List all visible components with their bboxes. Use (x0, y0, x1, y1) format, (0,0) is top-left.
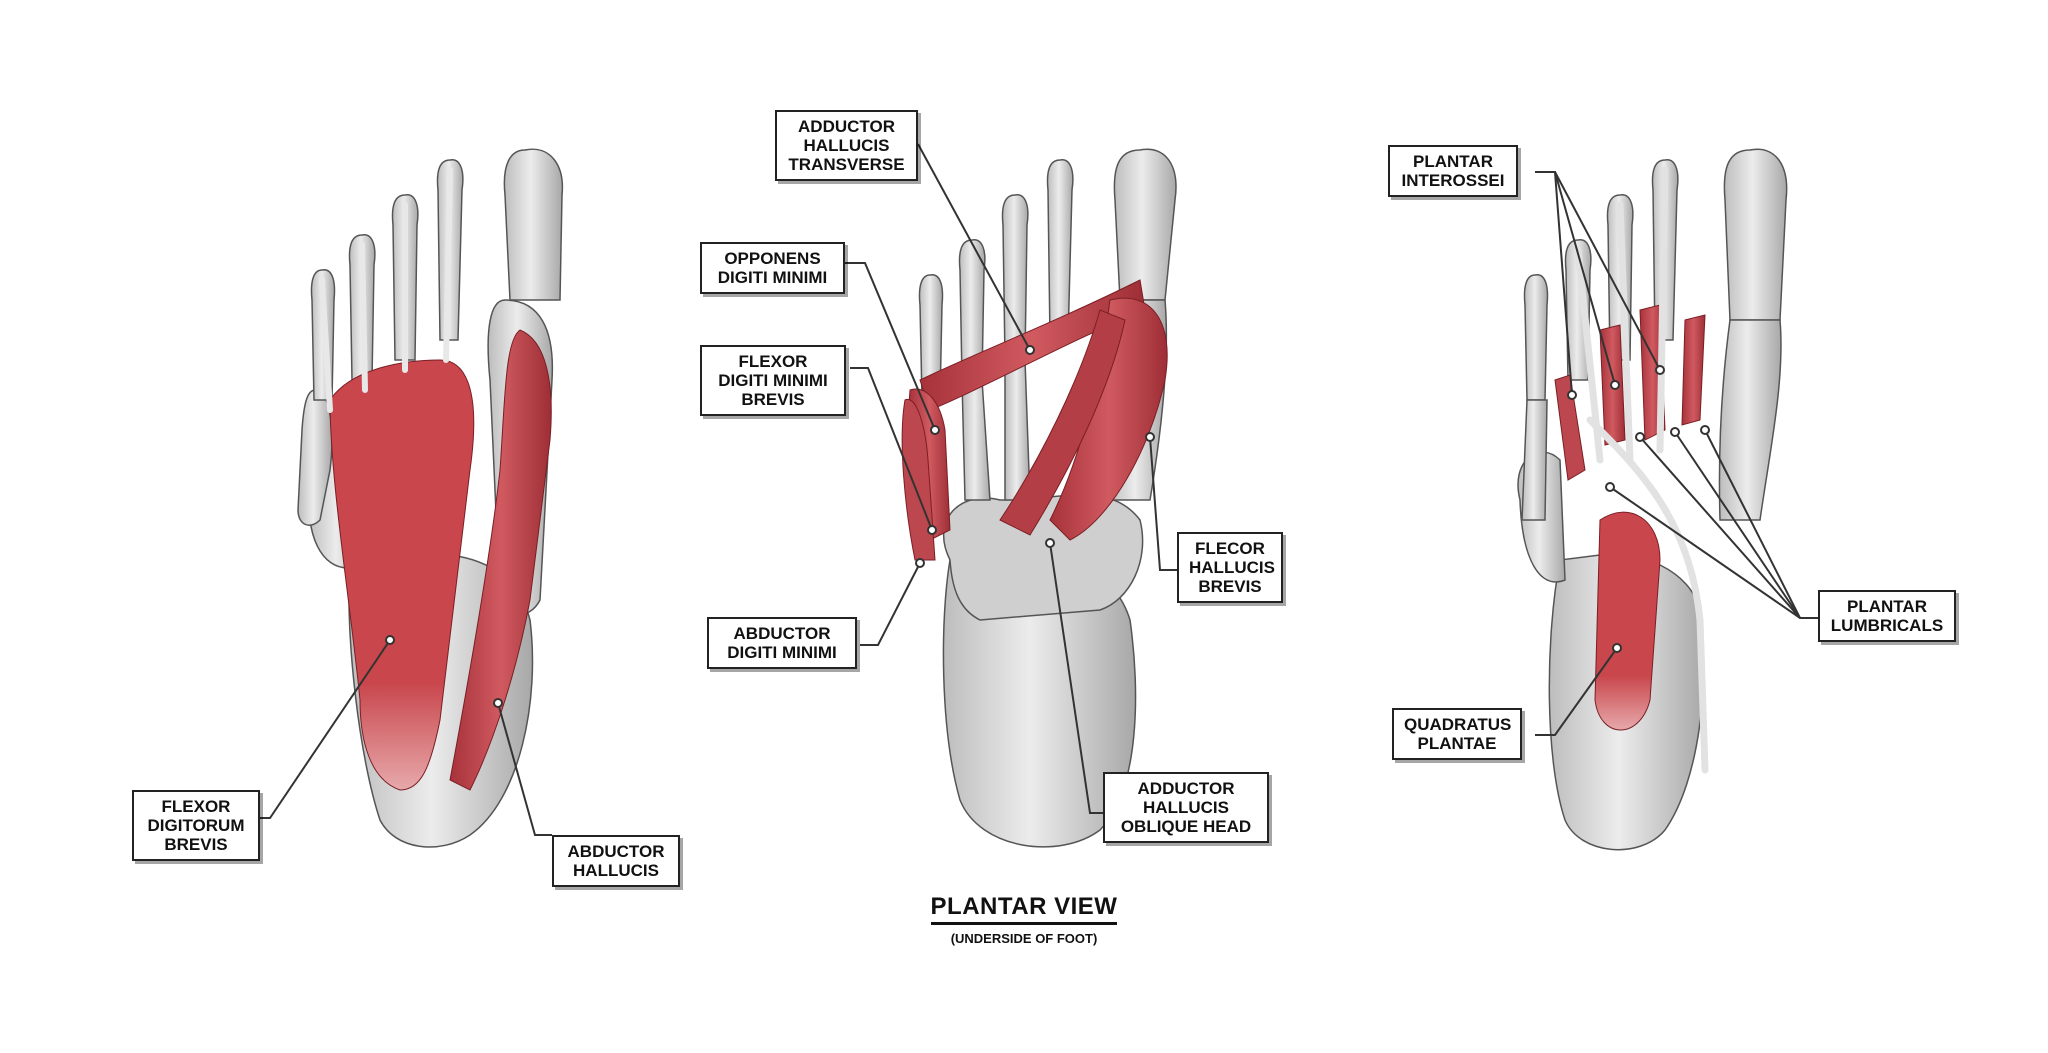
label-flecor-hallucis-brevis: FLECOR HALLUCIS BREVIS (1177, 532, 1283, 603)
label-line: DIGITORUM (147, 816, 245, 835)
label-plantar-lumbricals: PLANTAR LUMBRICALS (1818, 590, 1956, 642)
leader-opponens-digiti-minimi (845, 262, 936, 431)
metatarsal-3 (961, 379, 991, 501)
label-line: BREVIS (741, 390, 805, 409)
metatarsal-1 (1718, 319, 1782, 521)
leader-dot-plantar-interossei-2 (1610, 380, 1620, 390)
plantar-lumbricals-muscle (1554, 374, 1586, 481)
leader-dot-plantar-lumbricals-3 (1670, 427, 1680, 437)
label-abductor-digiti-minimi: ABDUCTOR DIGITI MINIMI (707, 617, 857, 669)
leader-dot-plantar-lumbricals-1 (1605, 482, 1615, 492)
leader-dot-plantar-lumbricals-2 (1635, 432, 1645, 442)
leader-plantar-interossei-2 (1554, 171, 1616, 386)
label-line: DIGITI MINIMI (717, 268, 828, 287)
label-line: DIGITI MINIMI (718, 371, 828, 390)
leader-dot-adductor-hallucis-oblique-head (1045, 538, 1055, 548)
leader-dot-plantar-lumbricals-4 (1700, 425, 1710, 435)
label-line: HALLUCIS (573, 861, 659, 880)
abductor-hallucis-muscle (449, 329, 552, 791)
label-line: BREVIS (1198, 577, 1262, 596)
tarsal-cluster (943, 494, 1144, 621)
label-flexor-digiti-minimi-brevis: FLEXOR DIGITI MINIMI BREVIS (700, 345, 846, 416)
label-adductor-hallucis-transverse: ADDUCTOR HALLUCIS TRANSVERSE (775, 110, 918, 181)
leader-dot-opponens-digiti-minimi (930, 425, 940, 435)
leader-dot-abductor-digiti-minimi (915, 558, 925, 568)
label-quadratus-plantae: QUADRATUS PLANTAE (1392, 708, 1522, 760)
toe-5 (1523, 274, 1549, 401)
label-line: QUADRATUS (1404, 715, 1512, 734)
label-line: PLANTAE (1417, 734, 1497, 753)
big-toe (1723, 148, 1788, 321)
leader-dot-flexor-digitorum-brevis (385, 635, 395, 645)
big-toe (1113, 148, 1177, 301)
label-line: ADDUCTOR (1137, 779, 1235, 798)
adductor-hallucis-oblique-muscle (999, 309, 1126, 536)
label-line: PLANTAR (1847, 597, 1927, 616)
toe-tendon-2 (1656, 166, 1669, 454)
label-line: ABDUCTOR (733, 624, 831, 643)
foot-middle-muscles (901, 279, 1168, 561)
label-line: BREVIS (164, 835, 228, 854)
label-line: ADDUCTOR (798, 117, 895, 136)
tendon-toe-5 (319, 277, 333, 413)
foot-right-muscles (1554, 166, 1709, 774)
label-line: FLECOR (1195, 539, 1265, 558)
leader-lines (258, 143, 1818, 836)
leader-dot-quadratus-plantae (1612, 643, 1622, 653)
label-adductor-hallucis-oblique-head: ADDUCTOR HALLUCIS OBLIQUE HEAD (1103, 772, 1269, 843)
leader-flexor-digiti-minimi-brevis (850, 367, 933, 531)
foot-right (1517, 148, 1788, 851)
label-line: HALLUCIS (1189, 558, 1275, 577)
leader-dot-flecor-hallucis-brevis (1145, 432, 1155, 442)
label-line: TRANSVERSE (788, 155, 905, 174)
metatarsal-5 (1521, 399, 1548, 521)
flexor-tendon (1586, 416, 1709, 774)
leader-abductor-hallucis (497, 702, 552, 836)
label-line: DIGITI MINIMI (727, 643, 837, 662)
label-abductor-hallucis: ABDUCTOR HALLUCIS (552, 835, 680, 887)
leader-flexor-digitorum-brevis (258, 639, 391, 819)
toe-tendon-3 (1616, 201, 1634, 464)
caption: PLANTAR VIEW (UNDERSIDE OF FOOT) (0, 893, 2048, 946)
label-line: INTEROSSEI (1401, 171, 1505, 190)
leader-dot-abductor-hallucis (493, 698, 503, 708)
label-line: OBLIQUE HEAD (1120, 817, 1252, 836)
leader-dot-adductor-hallucis-transverse (1025, 345, 1035, 355)
leader-plantar-interossei-3 (1554, 171, 1661, 371)
flexor-digitorum-brevis-muscle (329, 359, 475, 791)
leader-dot-flexor-digiti-minimi-brevis (927, 525, 937, 535)
label-line: OPPONENS (724, 249, 821, 268)
leader-plantar-lumbricals-4 (1704, 429, 1801, 619)
leader-plantar-lumbricals-2 (1639, 436, 1801, 619)
leader-quadratus-plantae (1535, 647, 1618, 736)
flexor-digiti-minimi-brevis-muscle (901, 398, 936, 561)
leader-flecor-hallucis-brevis (1149, 436, 1177, 571)
label-line: HALLUCIS (803, 136, 890, 155)
page-subtitle: (UNDERSIDE OF FOOT) (950, 931, 1098, 946)
label-line: HALLUCIS (1143, 798, 1229, 817)
label-line: FLEXOR (738, 352, 808, 371)
leader-plantar-lumbricals-3 (1674, 431, 1801, 619)
tendon-toe-4 (359, 242, 368, 393)
label-line: FLEXOR (161, 797, 231, 816)
foot-left-muscles (319, 167, 552, 791)
quadratus-plantae-muscle (1594, 511, 1661, 731)
tendon-toe-2 (443, 167, 453, 363)
big-toe (503, 148, 564, 301)
toe-tendon-4 (1574, 246, 1604, 464)
page-title: PLANTAR VIEW (930, 893, 1118, 925)
leader-dot-plantar-interossei-1 (1567, 390, 1577, 400)
label-opponens-digiti-minimi: OPPONENS DIGITI MINIMI (700, 242, 845, 294)
leader-dot-plantar-interossei-3 (1655, 365, 1665, 375)
leader-adductor-hallucis-transverse (917, 143, 1031, 351)
label-line: LUMBRICALS (1830, 616, 1944, 635)
leader-abductor-digiti-minimi (860, 562, 921, 646)
plantar-interossei-muscle-3 (1681, 314, 1706, 426)
label-line: PLANTAR (1413, 152, 1493, 171)
label-plantar-interossei: PLANTAR INTEROSSEI (1388, 145, 1518, 197)
label-line: ABDUCTOR (567, 842, 665, 861)
label-flexor-digitorum-brevis: FLEXOR DIGITORUM BREVIS (132, 790, 260, 861)
leader-adductor-hallucis-oblique-head (1049, 542, 1103, 814)
